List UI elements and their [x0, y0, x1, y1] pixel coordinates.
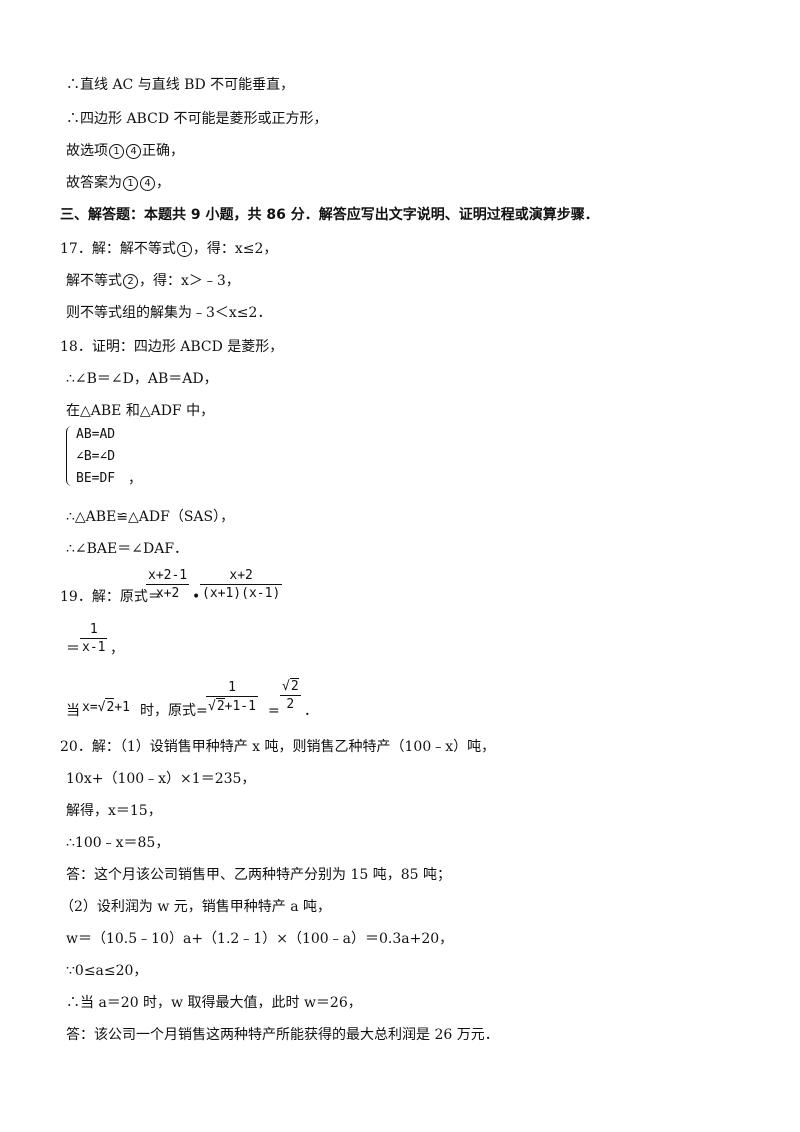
fraction-numerator: x+2	[229, 568, 253, 583]
circled-number: 1	[123, 175, 138, 191]
text-span: x=	[82, 700, 98, 715]
fraction-numerator: x+2-1	[148, 568, 188, 583]
text-span: 正确，	[142, 143, 184, 159]
system-equation: BE=DF	[76, 471, 116, 486]
text-line: 18．证明：四边形 ABCD 是菱形，	[60, 339, 284, 355]
text-span: ，	[156, 175, 170, 191]
text-span: ，得：x≤2，	[192, 241, 278, 257]
system-equation: ∠B=∠D	[76, 449, 116, 464]
fraction-numerator: √2	[280, 678, 301, 695]
fraction-denominator: x+2	[146, 584, 190, 602]
text-span: 故选项	[66, 143, 108, 159]
text-line: 则不等式组的解集为﹣3＜x≤2．	[66, 305, 272, 321]
circled-number: 1	[176, 241, 192, 257]
text-line: 解得，x＝15，	[66, 803, 162, 819]
text-span: ，得：x＞﹣3，	[139, 273, 240, 289]
circled-number: 4	[140, 175, 155, 191]
radical-sign: √	[97, 700, 106, 715]
multiply-dot: •	[192, 589, 201, 605]
fraction: 1 x-1	[80, 622, 108, 656]
text-line: ∴∠B＝∠D，AB＝AD，	[66, 371, 218, 387]
text-span: +1-1	[224, 699, 256, 714]
text-line: ∴100﹣x＝85，	[66, 835, 170, 851]
fraction-denominator: 2	[280, 695, 301, 713]
radicand: 2	[215, 698, 225, 714]
text-line: w＝（10.5﹣10）a+（1.2﹣1）×（100﹣a）＝0.3a+20，	[66, 931, 454, 947]
text-span: ，	[128, 471, 142, 487]
text-span: ＝	[66, 641, 80, 657]
text-line: ∴直线 AC 与直线 BD 不可能垂直，	[66, 77, 295, 93]
text-span: 17．解：解不等式	[60, 241, 176, 257]
fraction-denominator: √2+1-1	[206, 696, 258, 715]
circled-number: 2	[123, 273, 138, 289]
text-line: 在△ABE 和△ADF 中，	[66, 403, 215, 419]
system-equation: AB=AD	[76, 427, 116, 442]
fraction: 1 √2+1-1	[206, 680, 258, 715]
text-line: 答：该公司一个月销售这两种特产所能获得的最大总利润是 26 万元．	[66, 1027, 499, 1043]
radical-sign: √	[208, 699, 216, 714]
equation-system: AB=AD ∠B=∠D BE=DF	[76, 424, 115, 490]
text-line: ∵0≤a≤20，	[66, 963, 148, 979]
text-line: ∴△ABE≌△ADF（SAS），	[66, 509, 235, 525]
text-span: +1	[114, 700, 130, 715]
text-line: 10x+（100﹣x）×1＝235，	[66, 771, 256, 787]
text-span: ．	[304, 703, 318, 719]
circled-number: 4	[126, 143, 141, 159]
text-span: =	[268, 703, 280, 719]
fraction-denominator: (x+1)(x-1)	[200, 584, 283, 601]
radicand: 2	[289, 678, 299, 694]
text-span: 时，原式=	[140, 703, 208, 719]
math-expression: x=√2+1	[82, 698, 130, 717]
text-line: 答：这个月该公司销售甲、乙两种特产分别为 15 吨，85 吨；	[66, 867, 451, 883]
text-span: 解不等式	[66, 273, 122, 289]
circled-number: 1	[109, 143, 124, 159]
text-span: 19．解：原式＝	[60, 589, 162, 605]
section-heading: 三、解答题：本题共 9 小题，共 86 分．解答应写出文字说明、证明过程或演算步…	[60, 207, 599, 223]
text-span: 故答案为	[66, 175, 122, 191]
system-brace	[66, 426, 73, 486]
text-line: ∴∠BAE＝∠DAF．	[66, 541, 189, 557]
fraction: x+2-1 x+2	[146, 568, 190, 602]
text-line: ∴四边形 ABCD 不可能是菱形或正方形，	[66, 111, 328, 127]
text-line: ∴当 a＝20 时，w 取得最大值，此时 w＝26，	[66, 995, 362, 1011]
fraction: √2 2	[280, 678, 301, 713]
text-span: 当	[66, 703, 80, 719]
radical-sign: √	[282, 679, 290, 694]
text-line: （2）设利润为 w 元，销售甲种特产 a 吨，	[60, 899, 332, 915]
text-span: ，	[110, 641, 124, 657]
radicand: 2	[105, 698, 115, 715]
fraction-numerator: 1	[89, 622, 98, 637]
fraction: x+2 (x+1)(x-1)	[200, 568, 283, 602]
text-line: 20．解：（1）设销售甲种特产 x 吨，则销售乙种特产（100﹣x）吨，	[60, 739, 496, 755]
fraction-denominator: x-1	[80, 638, 108, 655]
fraction-numerator: 1	[228, 680, 236, 695]
